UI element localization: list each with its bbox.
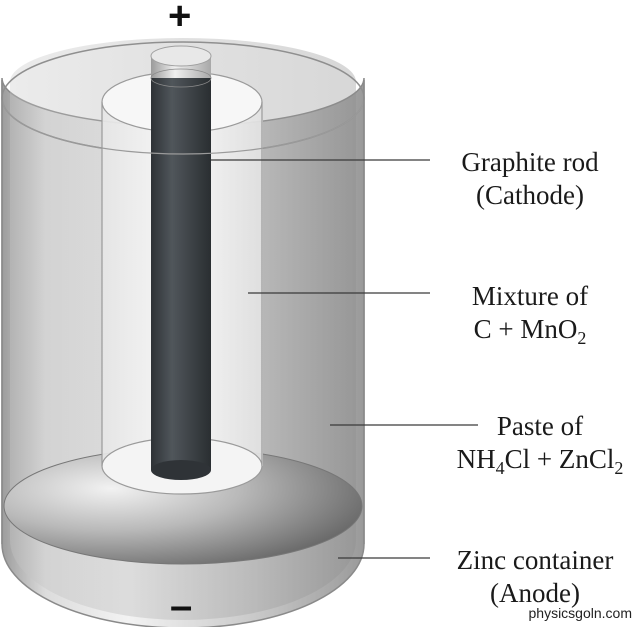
- outer-cylinder-front-rim: [1, 97, 365, 155]
- rod-cap-bottom-edge: [150, 68, 212, 88]
- label-mixture-formula: C + MnO: [473, 314, 578, 344]
- positive-terminal-sign: +: [168, 0, 192, 38]
- label-graphite-rod-line1: Graphite rod: [461, 147, 599, 177]
- label-paste-sub2: 2: [614, 458, 624, 478]
- graphite-rod: [151, 66, 211, 470]
- label-mixture-line1: Mixture of: [471, 281, 589, 311]
- label-paste-formula-a: NH: [456, 444, 496, 474]
- label-mixture: Mixture of C + MnO2: [430, 280, 630, 348]
- label-zinc-line1: Zinc container: [456, 545, 614, 575]
- watermark: physicsgoln.com: [528, 605, 633, 621]
- label-paste-line2: NH4Cl + ZnCl2: [440, 443, 640, 478]
- negative-terminal-sign: –: [170, 584, 193, 628]
- label-graphite-rod: Graphite rod (Cathode): [430, 146, 630, 212]
- rod-cap-top: [150, 45, 212, 67]
- label-zinc-container: Zinc container (Anode): [432, 544, 638, 610]
- graphite-rod-bottom: [151, 460, 211, 480]
- label-mixture-line2: C + MnO2: [430, 313, 630, 348]
- label-graphite-rod-line2: (Cathode): [476, 180, 584, 210]
- label-paste-sub1: 4: [495, 458, 505, 478]
- label-paste-formula-b: Cl + ZnCl: [504, 444, 615, 474]
- label-zinc-line2: (Anode): [490, 578, 580, 608]
- label-paste-line1: Paste of: [496, 411, 584, 441]
- label-paste: Paste of NH4Cl + ZnCl2: [440, 410, 640, 478]
- label-mixture-sub: 2: [577, 328, 587, 348]
